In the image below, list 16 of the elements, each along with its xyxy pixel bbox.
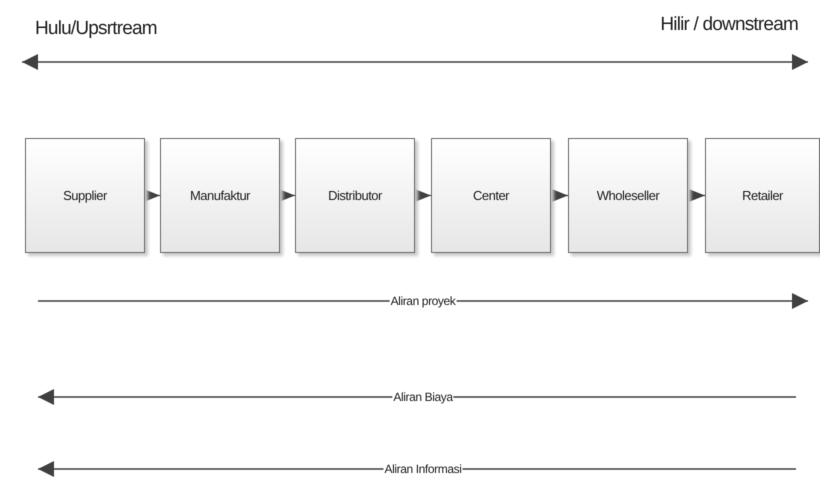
stream-label: Hulu/Upsrtream <box>35 18 157 40</box>
process-box: Center <box>431 138 551 253</box>
process-box: Supplier <box>25 138 145 253</box>
stream-label: Hilir / downstream <box>660 14 798 36</box>
flow-label: Aliran proyek <box>390 294 456 308</box>
flow-label: Aliran Biaya <box>392 390 454 404</box>
arrow <box>688 189 705 202</box>
process-box: Distributor <box>295 138 415 253</box>
arrow <box>279 189 295 202</box>
arrow <box>551 189 568 202</box>
process-box: Manufaktur <box>160 138 280 253</box>
arrow <box>415 189 431 202</box>
arrow <box>144 189 160 202</box>
flow-label: Aliran Informasi <box>384 462 462 476</box>
process-box: Retailer <box>705 138 820 253</box>
process-box: Wholeseller <box>568 138 688 253</box>
